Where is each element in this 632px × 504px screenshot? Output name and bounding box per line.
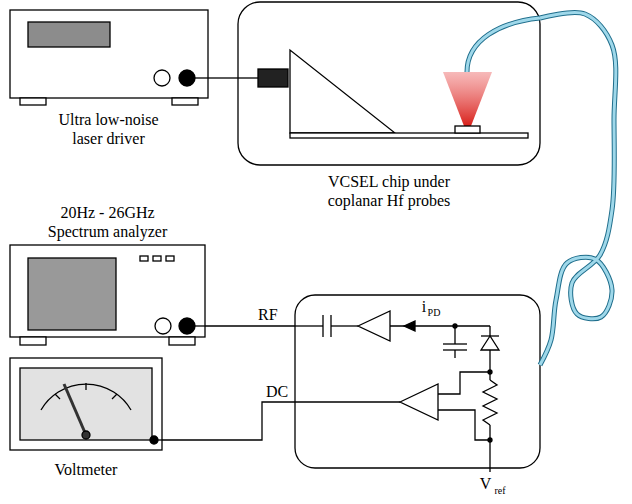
instrument-label: 20Hz - 26GHz Spectrum analyzer: [40, 203, 175, 241]
drive-cable: [208, 77, 238, 78]
spectrum-analyzer: 20Hz - 26GHz Spectrum analyzer: [10, 245, 205, 345]
receiver-box: iPDVref: [295, 295, 540, 468]
drive-cable: [208, 78, 238, 79]
signal-label: DC: [265, 383, 289, 400]
rf-cable: [205, 326, 295, 327]
instrument-label: Ultra low-noise laser driver: [46, 110, 171, 148]
optical-fiber: [540, 13, 616, 365]
instrument-label: VCSEL chip under coplanar Hf probes: [319, 172, 459, 210]
spectrum-analyzer-instrument: [10, 245, 205, 345]
laser-driver: Ultra low-noise laser driver: [10, 10, 208, 105]
instrument-label: Voltmeter: [36, 460, 136, 479]
dc-cable: [162, 402, 295, 440]
signal-label: i: [420, 298, 428, 316]
optical-fiber: [540, 13, 616, 365]
probe-station: [238, 2, 540, 165]
probe-station: VCSEL chip under coplanar Hf probes: [238, 2, 540, 165]
signal-label: V: [479, 475, 492, 493]
rf-cable: [205, 325, 295, 326]
voltmeter: Voltmeter: [10, 358, 162, 450]
signal-label: PD: [426, 307, 442, 318]
signal-label: ref: [492, 485, 508, 496]
receiver-circuit: [295, 295, 540, 472]
optical-fiber: [540, 13, 616, 365]
voltmeter-instrument: [10, 358, 162, 450]
laser-driver-instrument: [10, 10, 208, 105]
dc-cable: [162, 402, 295, 440]
signal-label: RF: [257, 306, 279, 323]
